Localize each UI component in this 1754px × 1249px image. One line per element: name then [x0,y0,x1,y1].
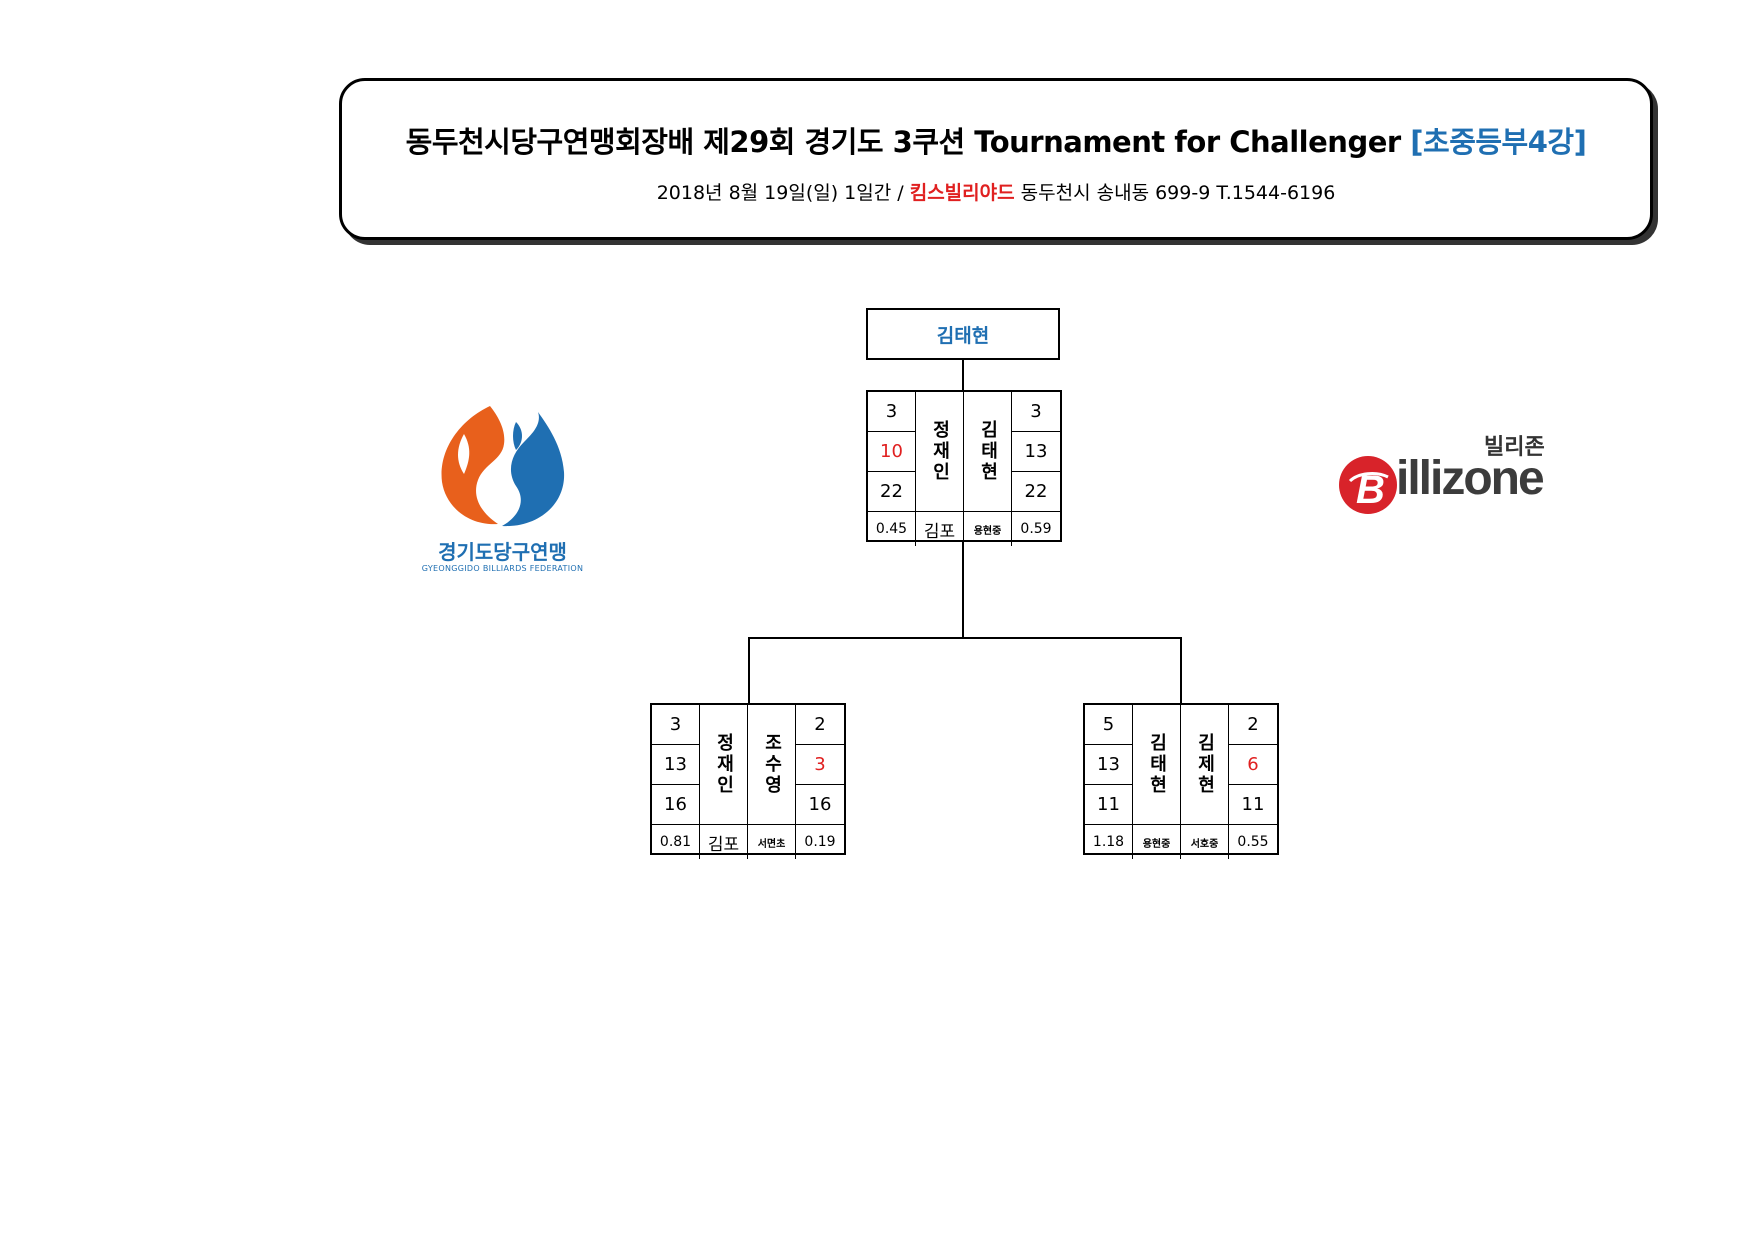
score-right: 13 [1012,432,1060,472]
player-name-left: 정재인 [700,705,748,825]
club-right: 서호중 [1181,825,1229,859]
match-semifinal-left: 3 정재인 조수영 2 13 3 16 16 0.81 김포 서면초 0.19 [650,703,846,859]
club-right: 서면초 [748,825,796,859]
title-division: [초중등부4강] [1410,125,1587,159]
score-left: 13 [652,745,700,785]
federation-name: 경기도당구연맹 [438,540,567,564]
connector-final-down [962,540,964,638]
event-date: 2018년 8월 19일(일) 1일간 / [656,182,910,204]
event-venue: 킴스빌리야드 [909,182,1015,204]
average-left: 1.18 [1085,825,1133,859]
innings-right: 16 [796,785,844,825]
player-name-right: 김제현 [1181,705,1229,825]
svg-text:B: B [1356,468,1385,512]
event-info: 2018년 8월 19일(일) 1일간 / 킴스빌리야드 동두천시 송내동 69… [342,178,1650,205]
federation-english-name: GYEONGGIDO BILLIARDS FEDERATION [421,564,584,573]
seed-right: 2 [796,705,844,745]
seed-left: 3 [652,705,700,745]
header-box: 동두천시당구연맹회장배 제29회 경기도 3쿠션 Tournament for … [339,78,1653,240]
match-semifinal-right: 5 김태현 김제현 2 13 6 11 11 1.18 용현중 서호중 0.55 [1083,703,1279,859]
title-main: 동두천시당구연맹회장배 제29회 경기도 3쿠션 Tournament for … [405,125,1411,159]
score-right: 3 [796,745,844,785]
club-left: 용현중 [1133,825,1181,859]
connector-right-down [1180,637,1182,705]
seed-left: 3 [868,392,916,432]
seed-right: 3 [1012,392,1060,432]
innings-right: 22 [1012,472,1060,512]
seed-right: 2 [1229,705,1277,745]
connector-horizontal [748,637,1182,639]
club-left: 김포 [700,825,748,859]
average-right: 0.59 [1020,521,1052,537]
innings-right: 11 [1229,785,1277,825]
average-right: 0.19 [804,834,836,850]
innings-left: 11 [1085,785,1133,825]
club-right: 용현중 [964,512,1012,546]
match-final: 3 정재인 김태현 3 10 13 22 22 0.45 김포 용현중 0.59 [866,390,1062,546]
innings-left: 22 [868,472,916,512]
player-name-left: 김태현 [1133,705,1181,825]
score-right: 6 [1229,745,1277,785]
billizone-b-icon: B [1339,456,1397,514]
average-left: 0.45 [868,512,916,546]
average-left: 0.81 [652,825,700,859]
player-name-right: 조수영 [748,705,796,825]
score-left: 10 [868,432,916,472]
club-left: 김포 [916,512,964,546]
innings-left: 16 [652,785,700,825]
connector-winner [962,360,964,390]
average-right: 0.55 [1237,834,1269,850]
billizone-logo: 빌리존 B illizone [1336,425,1566,525]
billizone-korean: 빌리존 [1484,435,1545,460]
connector-left-down [748,637,750,705]
event-address: 동두천시 송내동 699-9 T.1544-6196 [1014,182,1336,204]
tournament-title: 동두천시당구연맹회장배 제29회 경기도 3쿠션 Tournament for … [342,119,1650,161]
score-left: 13 [1085,745,1133,785]
player-name-right: 김태현 [964,392,1012,512]
winner-box: 김태현 [866,308,1060,360]
player-name-left: 정재인 [916,392,964,512]
federation-logo: 경기도당구연맹 GYEONGGIDO BILLIARDS FEDERATION [420,400,585,580]
flame-emblem-icon [441,406,565,527]
billizone-wordmark: illizone [1396,452,1545,505]
seed-left: 5 [1085,705,1133,745]
